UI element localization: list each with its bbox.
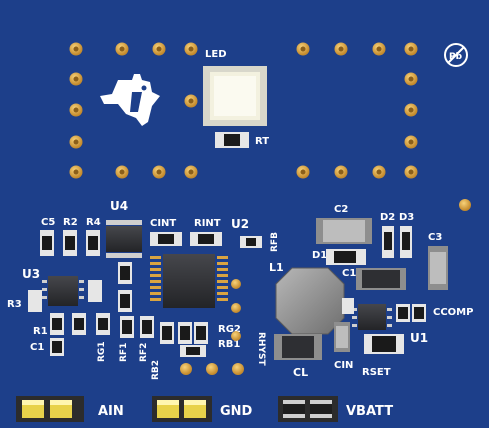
label-cin: CIN [334,360,353,371]
label-c3: C3 [428,232,442,243]
label-r1: R1 [33,326,48,337]
led-component [203,66,267,126]
label-gnd: GND [220,404,253,419]
u2-chip [150,254,228,308]
label-rg1: RG1 [97,341,107,362]
cint-rint-parts [150,232,222,246]
ccomp-parts [342,298,426,322]
c1-capacitor [356,268,406,290]
label-d2: D2 [380,212,395,223]
gnd-connector[interactable] [152,396,212,422]
label-rfb: RFB [270,232,280,252]
label-rg2: RG2 [218,324,241,335]
rset-resistor [364,334,404,354]
label-c2: C2 [334,204,348,215]
label-c1-left: C1 [30,342,44,353]
label-cl: CL [293,366,308,379]
label-r2: R2 [63,217,78,228]
ti-texas-logo-icon [100,74,160,126]
label-rhyst: RHYST [256,332,266,366]
label-u3: U3 [22,267,40,281]
d1-diode [326,249,366,265]
ain-connector[interactable] [16,396,84,422]
label-c5: C5 [41,217,55,228]
u1-chip [352,304,392,330]
label-rt: RT [255,136,269,147]
label-vbatt: VBATT [346,404,393,419]
label-rf1: RF1 [119,343,129,362]
rg2-rb1-parts [160,322,208,357]
label-ccomp: CCOMP [433,307,473,318]
rt-resistor [215,132,249,148]
c5-r2-r4-parts [40,230,100,256]
small-passives-left [50,262,154,356]
u4-chip [106,220,142,258]
r3-resistor [28,290,42,312]
label-ain: AIN [98,404,124,419]
label-u1: U1 [410,331,428,345]
label-cint: CINT [150,218,176,229]
u3-chip [42,276,84,306]
vbatt-connector[interactable] [278,396,338,422]
d2-d3-diodes [382,226,412,258]
label-r4: R4 [86,217,101,228]
through-hole-pads-top [69,42,471,211]
label-u4: U4 [110,199,128,213]
label-u2: U2 [231,217,249,231]
label-rb2: RB2 [151,360,161,380]
label-d1: D1 [312,250,327,261]
test-pads-center [180,279,244,375]
label-r3: R3 [7,299,22,310]
c2-capacitor [316,218,372,244]
c3-capacitor [428,246,448,290]
label-rset: RSET [362,367,391,378]
label-c1-right: C1 [342,268,356,279]
label-rint: RINT [194,218,221,229]
cl-capacitor [274,334,322,360]
label-rb1: RB1 [218,339,240,350]
label-l1: L1 [269,261,284,274]
rfb-resistor [240,236,262,248]
label-led: LED [205,49,227,60]
svg-text:Pb: Pb [449,52,463,62]
l1-inductor [275,267,345,335]
cin-capacitor [334,322,350,352]
pb-free-icon: Pb [444,43,468,67]
label-d3: D3 [399,212,414,223]
label-rf2: RF2 [139,343,149,362]
